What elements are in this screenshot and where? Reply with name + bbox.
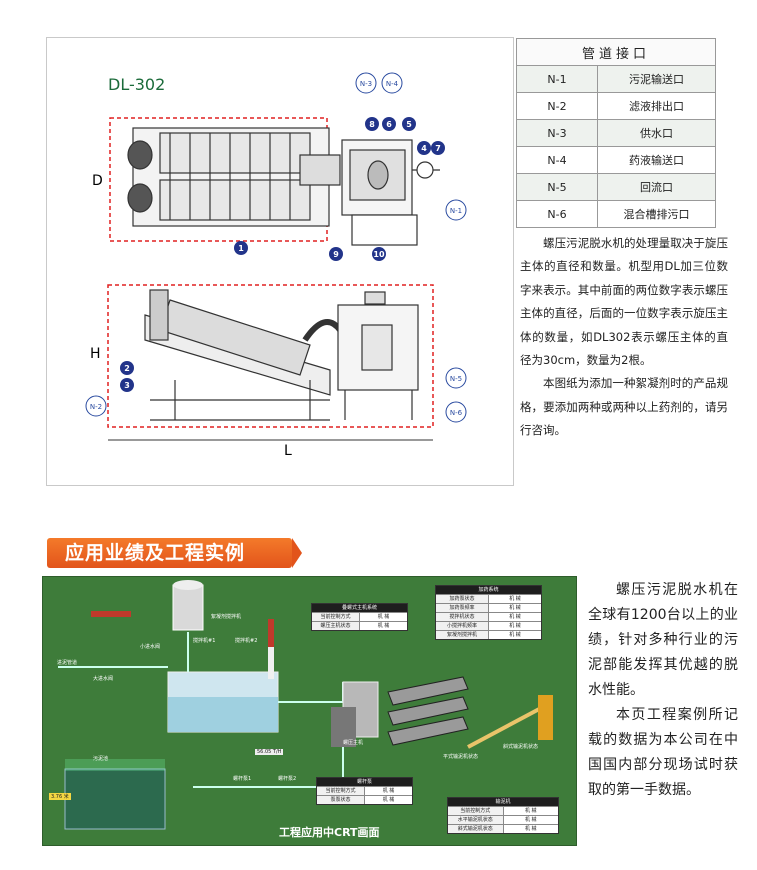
conveyor-panel: 输泥机 当前控制方式机 械 水平输泥机状态机 械 斜式输泥机状态机 械 bbox=[447, 797, 559, 834]
svg-text:N-2: N-2 bbox=[90, 403, 102, 411]
dosing-system-panel: 加药系统 加药泵状态机 械 加药泵频率机 械 搅拌机状态机 械 小搅拌机频率机 … bbox=[435, 585, 542, 640]
pump1-tag: 螺杆泵1 bbox=[233, 776, 252, 782]
sludge-tank bbox=[64, 768, 166, 830]
marker-10: 10 bbox=[372, 247, 386, 261]
dimension-d: D bbox=[92, 173, 103, 189]
list-item: 水平输泥机状态机 械 bbox=[448, 815, 558, 824]
incline-tag: 斜式输泥机状态 bbox=[503, 744, 539, 750]
flow-readout: 56.05 T/H bbox=[255, 749, 284, 755]
svg-text:7: 7 bbox=[435, 144, 441, 153]
list-item: 当前控制方式机 械 bbox=[448, 806, 558, 815]
callout-markers: N-3 N-4 N-1 N-5 N-2 N-6 bbox=[85, 72, 467, 423]
alarm-bar bbox=[91, 611, 131, 617]
case-study-text: 螺压污泥脱水机在全球有1200台以上的业绩，针对多种行业的污泥部能发挥其优越的脱… bbox=[588, 578, 738, 803]
svg-text:1: 1 bbox=[238, 244, 244, 253]
marker-7: 7 bbox=[431, 141, 445, 155]
technical-drawing-frame bbox=[46, 37, 514, 486]
marker-3: 3 bbox=[120, 378, 134, 392]
svg-text:N-1: N-1 bbox=[450, 207, 462, 215]
marker-5: 5 bbox=[402, 117, 416, 131]
list-item: 絮凝剂搅拌机机 械 bbox=[436, 630, 541, 639]
inlet-tag: 进泥管道 bbox=[57, 660, 78, 666]
list-item: 螺压主机状态机 械 bbox=[312, 621, 407, 630]
model-description: 螺压污泥脱水机的处理量取决于旋压主体的直径和数量。机型用DL加三位数字来表示。其… bbox=[520, 232, 728, 443]
horizontal-tag: 平式输泥机状态 bbox=[443, 754, 479, 760]
list-item: 小搅拌机频率机 械 bbox=[436, 621, 541, 630]
big-water-tag: 大进水阀 bbox=[93, 676, 114, 682]
flocculant-tank bbox=[172, 584, 204, 631]
marker-2: 2 bbox=[120, 361, 134, 375]
list-item: 搅拌机状态机 械 bbox=[436, 612, 541, 621]
svg-text:9: 9 bbox=[333, 250, 339, 259]
case-paragraph-1: 螺压污泥脱水机在全球有1200台以上的业绩，针对多种行业的污泥部能发挥其优越的脱… bbox=[588, 582, 738, 698]
model-label: DL-302 bbox=[108, 75, 166, 94]
svg-text:6: 6 bbox=[386, 120, 392, 129]
svg-text:N-4: N-4 bbox=[386, 80, 399, 88]
svg-text:N-6: N-6 bbox=[450, 409, 463, 417]
description-paragraph-1: 螺压污泥脱水机的处理量取决于旋压主体的直径和数量。机型用DL加三位数字来表示。其… bbox=[520, 236, 728, 368]
description-paragraph-2: 本图纸为添加一种絮凝剂时的产品规格，要添加两种或两种以上药剂的，请另行咨询。 bbox=[520, 376, 728, 438]
callout-n6: N-6 bbox=[445, 401, 467, 423]
marker-6: 6 bbox=[382, 117, 396, 131]
callout-n1: N-1 bbox=[445, 199, 467, 221]
marker-4: 4 bbox=[417, 141, 431, 155]
svg-text:4: 4 bbox=[421, 144, 427, 153]
main-system-panel: 叠螺式主机系统 当前控制方式机 械 螺压主机状态机 械 bbox=[311, 603, 408, 631]
crt-caption: 工程应用中CRT画面 bbox=[279, 826, 380, 839]
agitator2-tag: 搅拌机#2 bbox=[235, 638, 258, 644]
pump2-tag: 螺杆泵2 bbox=[278, 776, 297, 782]
case-paragraph-2: 本页工程案例所记载的数据为本公司在中国国内部分现场试时获取的第一手数据。 bbox=[588, 707, 738, 798]
side-view-dimension-box bbox=[107, 284, 434, 428]
svg-text:5: 5 bbox=[406, 120, 412, 129]
side-view-machine bbox=[144, 289, 419, 421]
list-item: 当前控制方式机 械 bbox=[312, 612, 407, 621]
list-item: 加药泵频率机 械 bbox=[436, 603, 541, 612]
svg-text:2: 2 bbox=[124, 364, 130, 373]
flocculant-tag: 絮凝剂搅拌机 bbox=[211, 614, 242, 620]
ports-table-title: 管道接口 bbox=[516, 38, 716, 66]
list-item: 斜式输泥机状态机 械 bbox=[448, 824, 558, 833]
top-view-dimension-box bbox=[109, 117, 328, 242]
callout-n5: N-5 bbox=[445, 367, 467, 389]
callout-n4: N-4 bbox=[381, 72, 403, 94]
fresh-water-tag: 小进水阀 bbox=[140, 644, 161, 650]
svg-text:N-5: N-5 bbox=[450, 375, 462, 383]
pump-panel: 螺杆泵 当前控制方式机 械 泵泵状态机 械 bbox=[316, 777, 413, 805]
list-item: 加药泵状态机 械 bbox=[436, 594, 541, 603]
callout-n2: N-2 bbox=[85, 395, 107, 417]
dimension-l: L bbox=[284, 443, 292, 459]
incline-conveyor bbox=[467, 705, 544, 749]
svg-text:8: 8 bbox=[369, 120, 375, 129]
top-view-machine bbox=[127, 127, 440, 246]
list-item: 泵泵状态机 械 bbox=[317, 795, 412, 804]
list-item: 当前控制方式机 械 bbox=[317, 786, 412, 795]
dimension-h: H bbox=[90, 346, 101, 362]
crt-process-diagram bbox=[58, 580, 553, 830]
marker-9: 9 bbox=[329, 247, 343, 261]
svg-text:3: 3 bbox=[124, 381, 130, 390]
svg-text:10: 10 bbox=[373, 250, 385, 259]
marker-8: 8 bbox=[365, 117, 379, 131]
number-markers: 1 2 3 4 5 6 7 8 9 10 bbox=[120, 117, 445, 392]
level-readout: 3.76 米 bbox=[49, 793, 71, 800]
main-unit-tag: 螺压主机 bbox=[343, 740, 364, 746]
screw-press-units bbox=[387, 676, 469, 746]
agitator1-tag: 搅拌机#1 bbox=[193, 638, 216, 644]
marker-1: 1 bbox=[234, 241, 248, 255]
svg-text:N-3: N-3 bbox=[360, 80, 372, 88]
callout-n3: N-3 bbox=[355, 72, 377, 94]
crt-screen: 叠螺式主机系统 当前控制方式机 械 螺压主机状态机 械 加药系统 加药泵状态机 … bbox=[42, 576, 577, 846]
section-title: 应用业绩及工程实例 bbox=[47, 538, 302, 568]
sludge-tank-tag: 污泥池 bbox=[93, 756, 109, 762]
